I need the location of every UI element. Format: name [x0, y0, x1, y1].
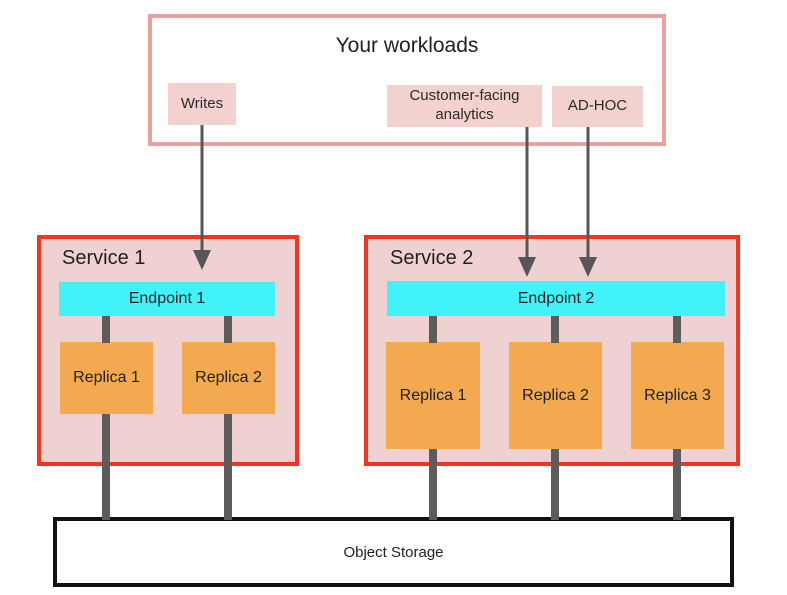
object-storage-label: Object Storage — [343, 543, 444, 561]
endpoint-2: Endpoint 2 — [387, 281, 725, 316]
arrow-head-icon — [579, 257, 597, 277]
service-1-replica-1: Replica 1 — [60, 342, 153, 414]
object-storage-box: Object Storage — [53, 517, 734, 587]
connector-endpoint1-replica2 — [224, 316, 232, 343]
connector-s2-replica2-storage — [551, 449, 559, 520]
workload-writes-label: Writes — [180, 94, 224, 112]
replica-label: Replica 3 — [644, 386, 711, 404]
workload-ad-hoc-label: AD-HOC — [567, 97, 628, 115]
service-2-title: Service 2 — [390, 247, 474, 269]
service-1-replica-2: Replica 2 — [182, 342, 275, 414]
arrow-adhoc-to-endpoint-2 — [579, 127, 597, 277]
connector-s1-replica1-storage — [102, 414, 110, 520]
arrow-shaft — [200, 125, 204, 252]
arrow-writes-to-endpoint-1 — [193, 125, 211, 270]
replica-label: Replica 1 — [73, 369, 140, 386]
service-2-replica-1: Replica 1 — [386, 342, 480, 449]
connector-s1-replica2-storage — [224, 414, 232, 520]
service-1-box: Service 1 Endpoint 1 Replica 1 Replica 2 — [37, 235, 299, 466]
your-workloads-box: Your workloads Writes Customer-facing an… — [148, 14, 666, 146]
connector-s2-replica1-storage — [429, 449, 437, 520]
replica-label: Replica 1 — [399, 386, 467, 404]
workload-customer-facing-analytics-label: Customer-facing analytics — [409, 87, 520, 123]
workload-customer-facing-analytics: Customer-facing analytics — [387, 85, 542, 127]
connector-endpoint2-replica2 — [551, 316, 559, 343]
arrow-head-icon — [518, 257, 536, 277]
your-workloads-title: Your workloads — [335, 34, 479, 57]
connector-endpoint1-replica1 — [102, 316, 110, 343]
endpoint-2-label: Endpoint 2 — [517, 289, 595, 307]
arrow-shaft — [586, 127, 590, 259]
workload-writes: Writes — [168, 83, 236, 125]
endpoint-1: Endpoint 1 — [59, 282, 275, 316]
connector-endpoint2-replica3 — [673, 316, 681, 343]
service-2-box: Service 2 Endpoint 2 Replica 1 Replica 2… — [364, 235, 740, 466]
replica-label: Replica 2 — [522, 386, 589, 404]
arrow-head-icon — [193, 250, 211, 270]
arrow-analytics-to-endpoint-2 — [518, 127, 536, 277]
connector-endpoint2-replica1 — [429, 316, 437, 343]
service-2-replica-3: Replica 3 — [631, 342, 724, 449]
replica-label: Replica 2 — [195, 369, 262, 386]
workload-ad-hoc: AD-HOC — [552, 86, 643, 127]
service-2-replica-2: Replica 2 — [509, 342, 602, 449]
service-1-title: Service 1 — [62, 247, 146, 269]
arrow-shaft — [525, 127, 529, 259]
connector-s2-replica3-storage — [673, 449, 681, 520]
endpoint-1-label: Endpoint 1 — [128, 290, 206, 307]
